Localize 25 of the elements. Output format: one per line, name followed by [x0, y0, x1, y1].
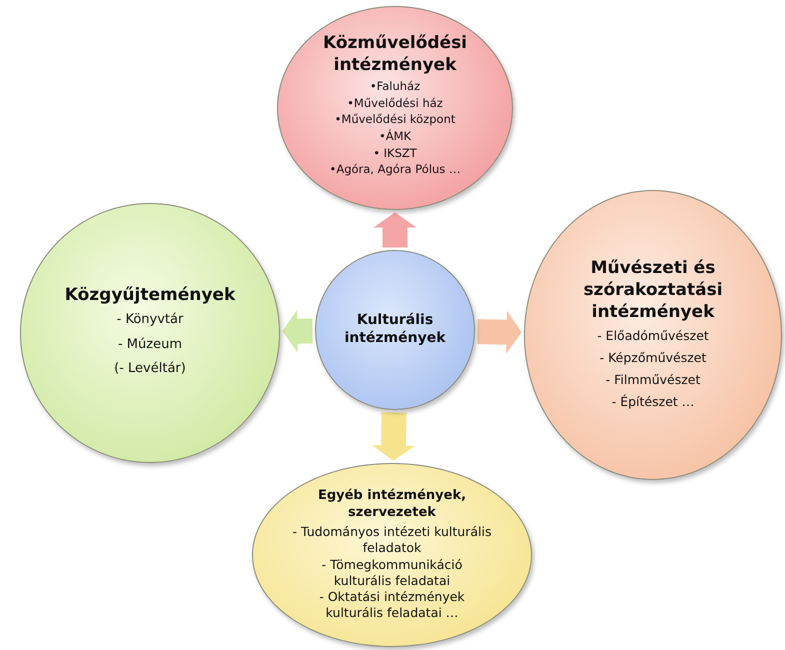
block-arrow [282, 310, 313, 353]
list-item: •Agóra, Agóra Pólus … [330, 161, 460, 178]
heading: Egyéb intézmények, szervezetek [316, 488, 468, 522]
heading: Művészeti és szórakoztatási intézmények [582, 257, 724, 324]
list-item: - Előadóművészet [597, 327, 709, 346]
list-item: - Múzeum [118, 336, 182, 354]
block-arrow [477, 310, 522, 354]
list-item: - Filmművészet [606, 371, 700, 390]
heading: Kulturális intézmények [343, 310, 447, 348]
list-item: •Művelődési központ [334, 111, 456, 128]
list-item: - Tömegkommunikáció kulturális feladatai [320, 556, 464, 590]
list-item: - Oktatási intézmények kulturális feladatai … [318, 589, 466, 622]
list-item: •ÁMK [378, 128, 412, 145]
list-item: - Tudományos intézeti kulturális feladatok [292, 524, 492, 557]
block-arrow [372, 412, 416, 461]
list-item: (- Levéltár) [114, 360, 186, 378]
list-item: •Művelődési ház [347, 94, 443, 112]
block-arrow [373, 212, 417, 248]
list-item: - Képzőművészet [600, 349, 706, 368]
list-item: •Faluház [370, 78, 420, 95]
list-item: - Építészet … [612, 393, 694, 412]
heading: Közművelődési intézmények [322, 32, 468, 76]
heading: Közgyűjtemények [64, 284, 236, 306]
list-item: - Könyvtár [116, 311, 184, 330]
list-item: • IKSZT [373, 144, 417, 162]
